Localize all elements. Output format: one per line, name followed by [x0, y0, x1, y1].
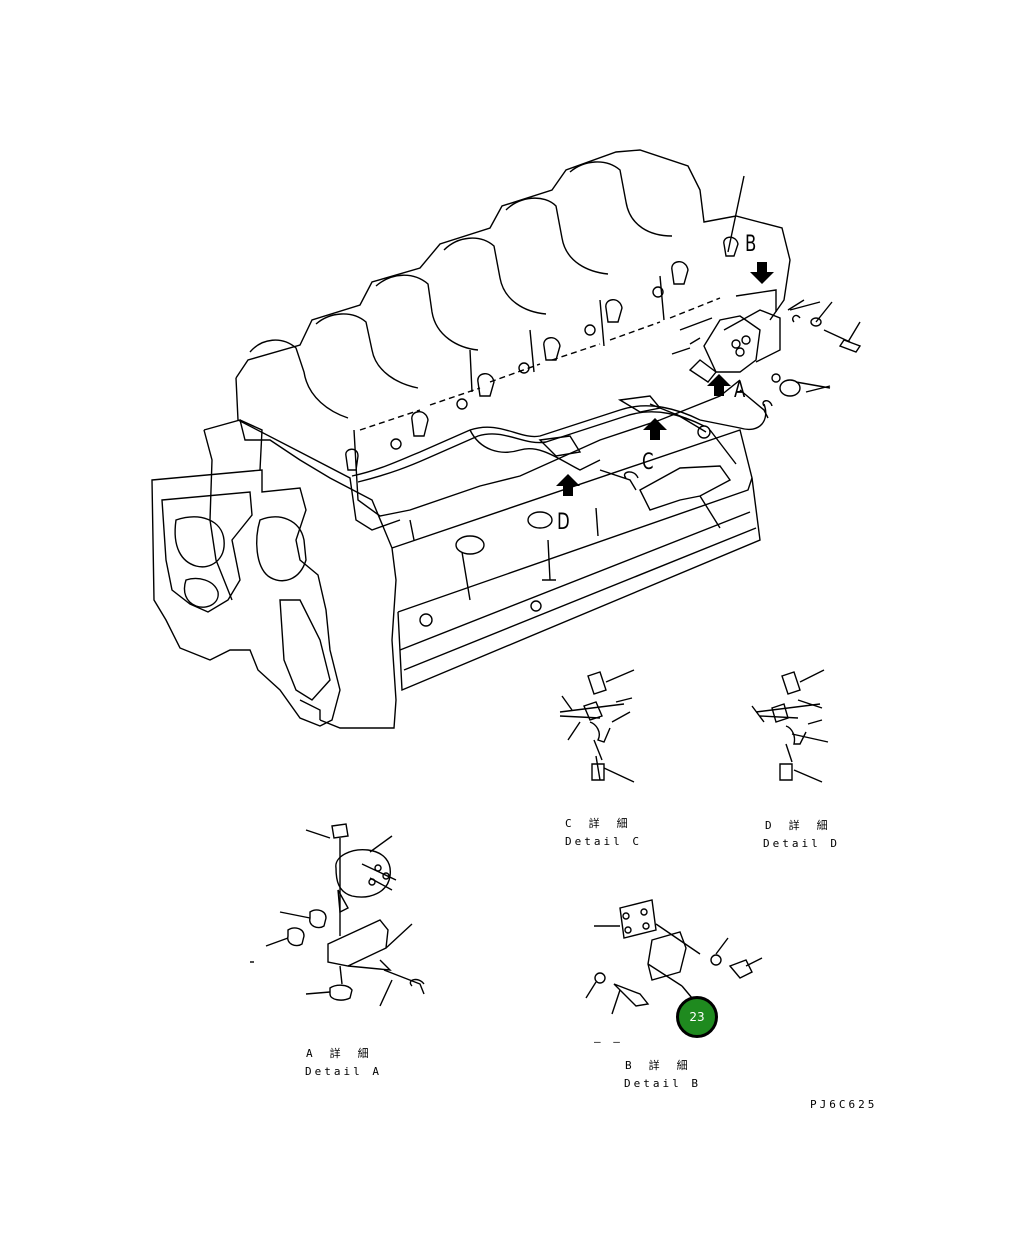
- detail-c-caption-jp: C 詳 細: [565, 817, 631, 830]
- cylinder-head: [236, 150, 790, 378]
- detail-b-caption-en: Detail B: [624, 1077, 701, 1090]
- dash-mark: ‒ ‒: [594, 1035, 623, 1048]
- arrow-icon: [750, 262, 774, 284]
- arrow-icon: [707, 374, 731, 396]
- callout-d-label: D: [557, 510, 570, 535]
- detail-a-drawing: [250, 824, 424, 1006]
- drawing-code: PJ6C625: [810, 1098, 878, 1111]
- detail-c-drawing: [560, 670, 634, 782]
- detail-b-drawing: [586, 900, 762, 1014]
- injector-row: [346, 237, 738, 470]
- detail-d-caption-en: Detail D: [763, 837, 840, 850]
- fuel-pipe: [352, 404, 766, 476]
- detail-a-caption-en: Detail A: [305, 1065, 382, 1078]
- detail-d-drawing: [752, 670, 828, 782]
- arrow-icon: [556, 474, 580, 496]
- detail-b-caption-jp: B 詳 細: [625, 1059, 691, 1072]
- arrow-icon: [643, 418, 667, 440]
- block-clamps: [540, 396, 736, 528]
- detail-d-caption-jp: D 詳 細: [765, 819, 831, 832]
- front-cover-plate: [152, 470, 340, 726]
- callout-a-label: A: [734, 378, 746, 403]
- callout-b-label: B: [745, 232, 757, 257]
- block-side: [204, 420, 396, 728]
- detail-a-caption-jp: A 詳 細: [306, 1047, 372, 1060]
- part-number-badge[interactable]: 23: [676, 996, 718, 1038]
- callout-c-label: C: [642, 450, 654, 475]
- bracket-assembly: [672, 176, 860, 418]
- engine-block: [152, 150, 790, 728]
- detail-c-caption-en: Detail C: [565, 835, 642, 848]
- callout-arrows: [556, 262, 774, 496]
